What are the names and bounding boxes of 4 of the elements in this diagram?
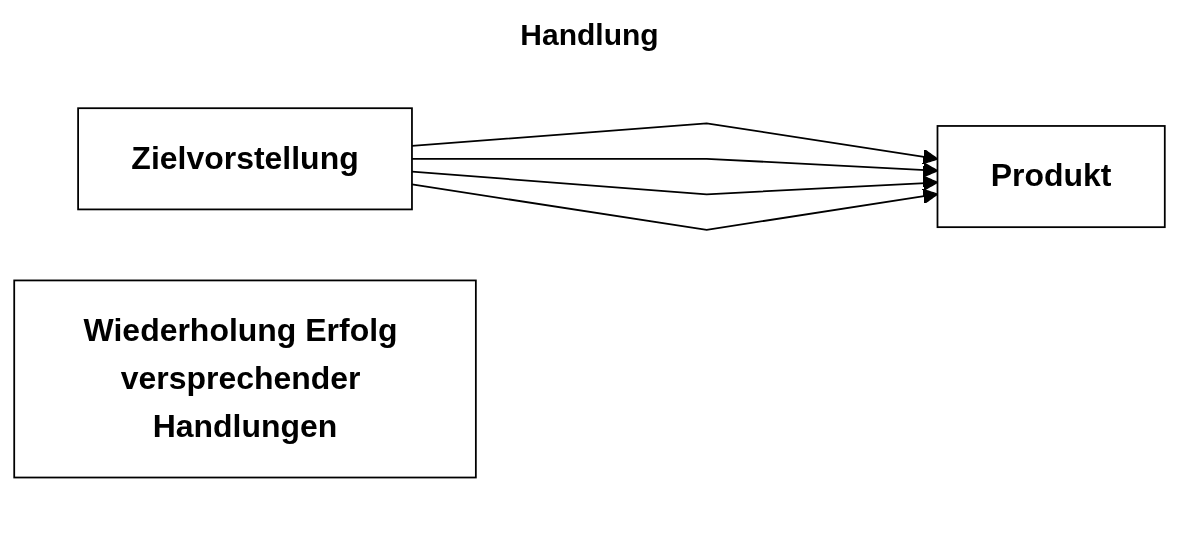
node-box: Zielvorstellung — [77, 107, 413, 211]
node-box: Produkt — [936, 125, 1166, 229]
node-box: Wiederholung Erfolg versprechender Handlungen — [13, 279, 477, 479]
diagram-title: Handlung — [519, 18, 660, 52]
